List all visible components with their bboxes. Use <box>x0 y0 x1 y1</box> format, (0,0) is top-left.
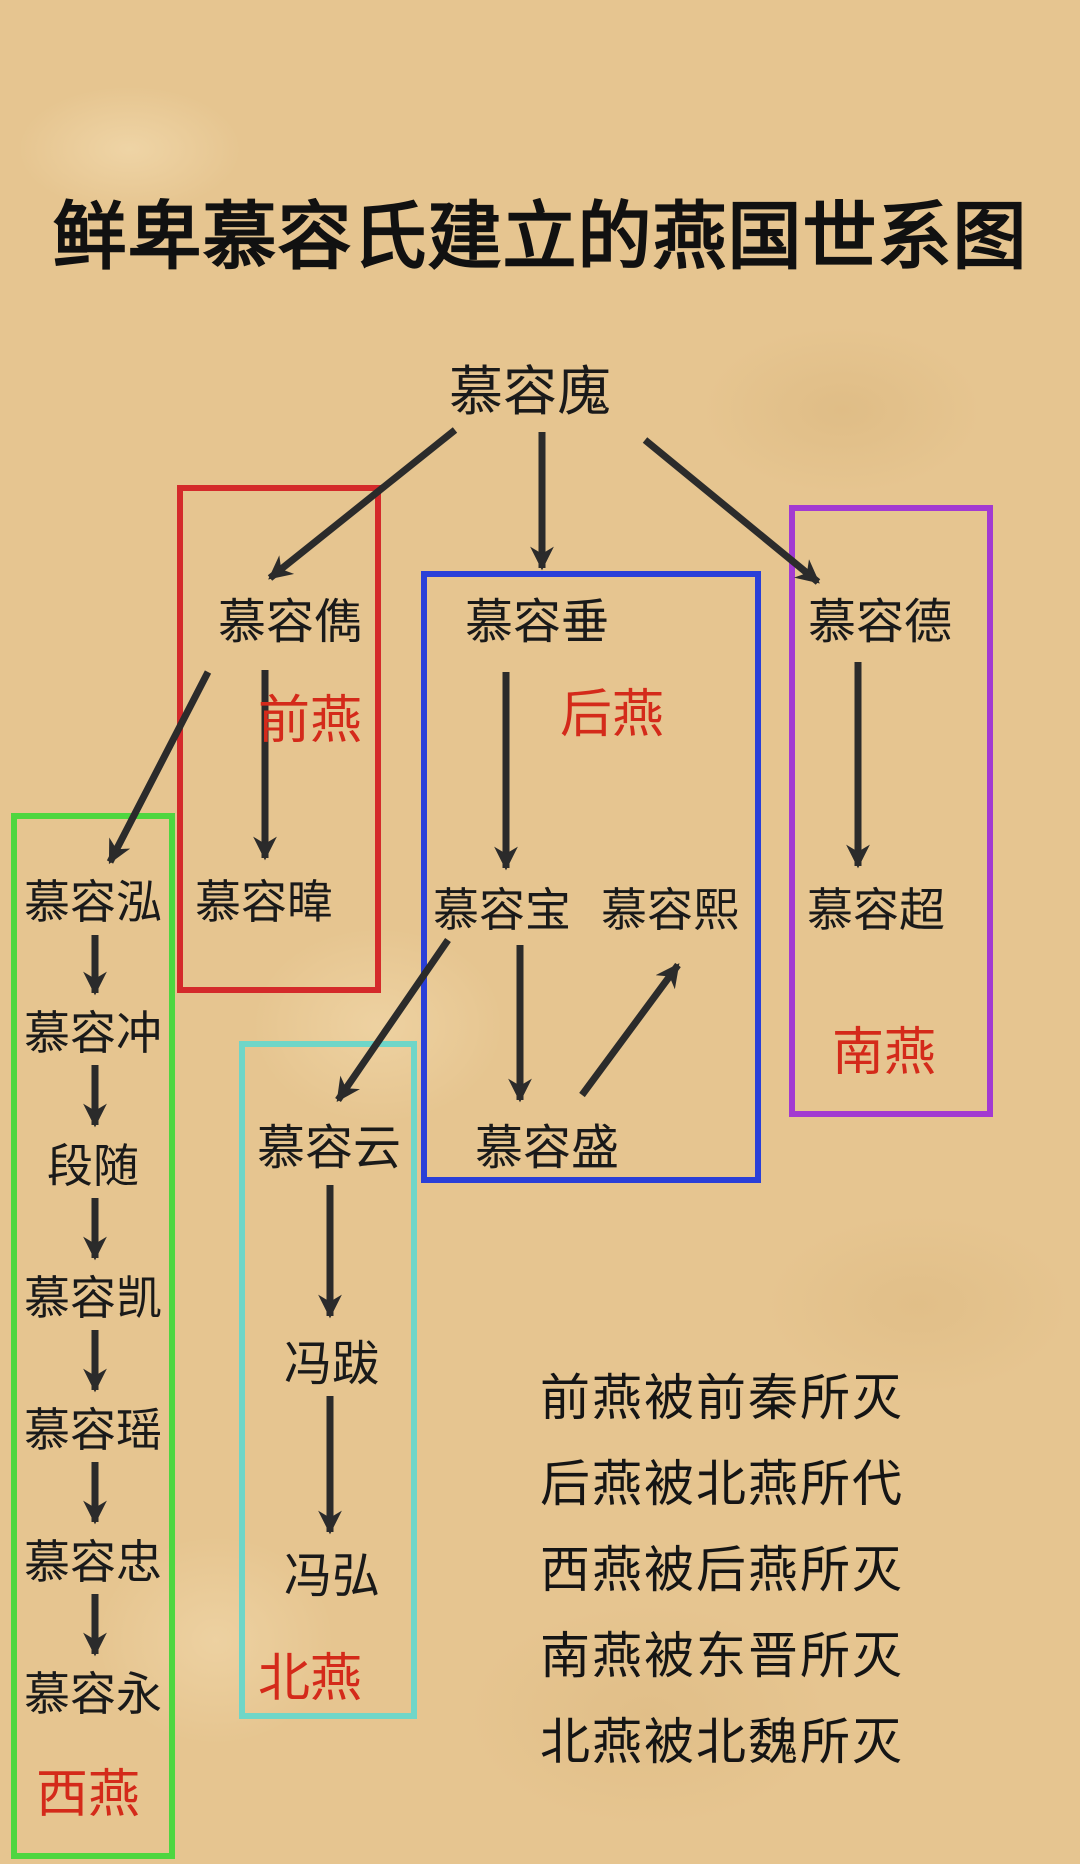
label-qian-yan: 前燕 <box>258 691 363 751</box>
box-qian-yan <box>177 485 381 993</box>
arrow-jun-to-hong <box>106 670 212 865</box>
note-line-2: 后燕被北燕所代 <box>540 1455 904 1513</box>
box-xi-yan <box>11 813 175 1859</box>
box-bei-yan <box>239 1041 417 1719</box>
node-feng-ba: 冯跋 <box>283 1336 380 1392</box>
node-feng-hong: 冯弘 <box>283 1548 380 1604</box>
node-murong-yun: 慕容云 <box>256 1120 401 1176</box>
arrow-bao-to-yun <box>335 938 451 1102</box>
arrow-sheng-to-xi <box>579 962 681 1098</box>
node-murong-xi: 慕容熙 <box>601 883 739 937</box>
node-murong-chui: 慕容垂 <box>464 594 609 650</box>
label-hou-yan: 后燕 <box>560 685 665 745</box>
node-murong-de: 慕容德 <box>807 594 952 650</box>
node-murong-jun: 慕容儁 <box>217 594 362 650</box>
node-murong-kai: 慕容凯 <box>24 1271 162 1325</box>
node-murong-zhong: 慕容忠 <box>24 1535 162 1589</box>
page-title: 鲜卑慕容氏建立的燕国世系图 <box>52 194 1028 280</box>
note-line-1: 前燕被前秦所灭 <box>540 1369 904 1427</box>
label-xi-yan: 西燕 <box>36 1765 141 1825</box>
node-murong-hong: 慕容泓 <box>24 875 162 929</box>
node-murong-wei: 慕容暐 <box>195 875 333 929</box>
label-nan-yan: 南燕 <box>832 1023 937 1083</box>
node-murong-chao: 慕容超 <box>807 883 945 937</box>
box-nan-yan <box>789 505 993 1117</box>
box-hou-yan <box>421 571 761 1183</box>
node-murong-sheng: 慕容盛 <box>474 1120 619 1176</box>
node-murong-yao: 慕容瑶 <box>24 1403 162 1457</box>
note-line-3: 西燕被后燕所灭 <box>540 1541 904 1599</box>
node-murong-hui: 慕容廆 <box>449 360 611 423</box>
node-murong-yong: 慕容永 <box>24 1667 162 1721</box>
note-line-5: 北燕被北魏所灭 <box>540 1713 904 1771</box>
node-duan-sui: 段随 <box>47 1139 139 1193</box>
node-murong-bao: 慕容宝 <box>433 883 571 937</box>
label-bei-yan: 北燕 <box>258 1649 363 1709</box>
arrow-hui-to-de <box>642 437 821 585</box>
note-line-4: 南燕被东晋所灭 <box>540 1627 904 1685</box>
arrow-hui-to-jun <box>267 427 458 581</box>
node-murong-chong: 慕容冲 <box>24 1006 162 1060</box>
